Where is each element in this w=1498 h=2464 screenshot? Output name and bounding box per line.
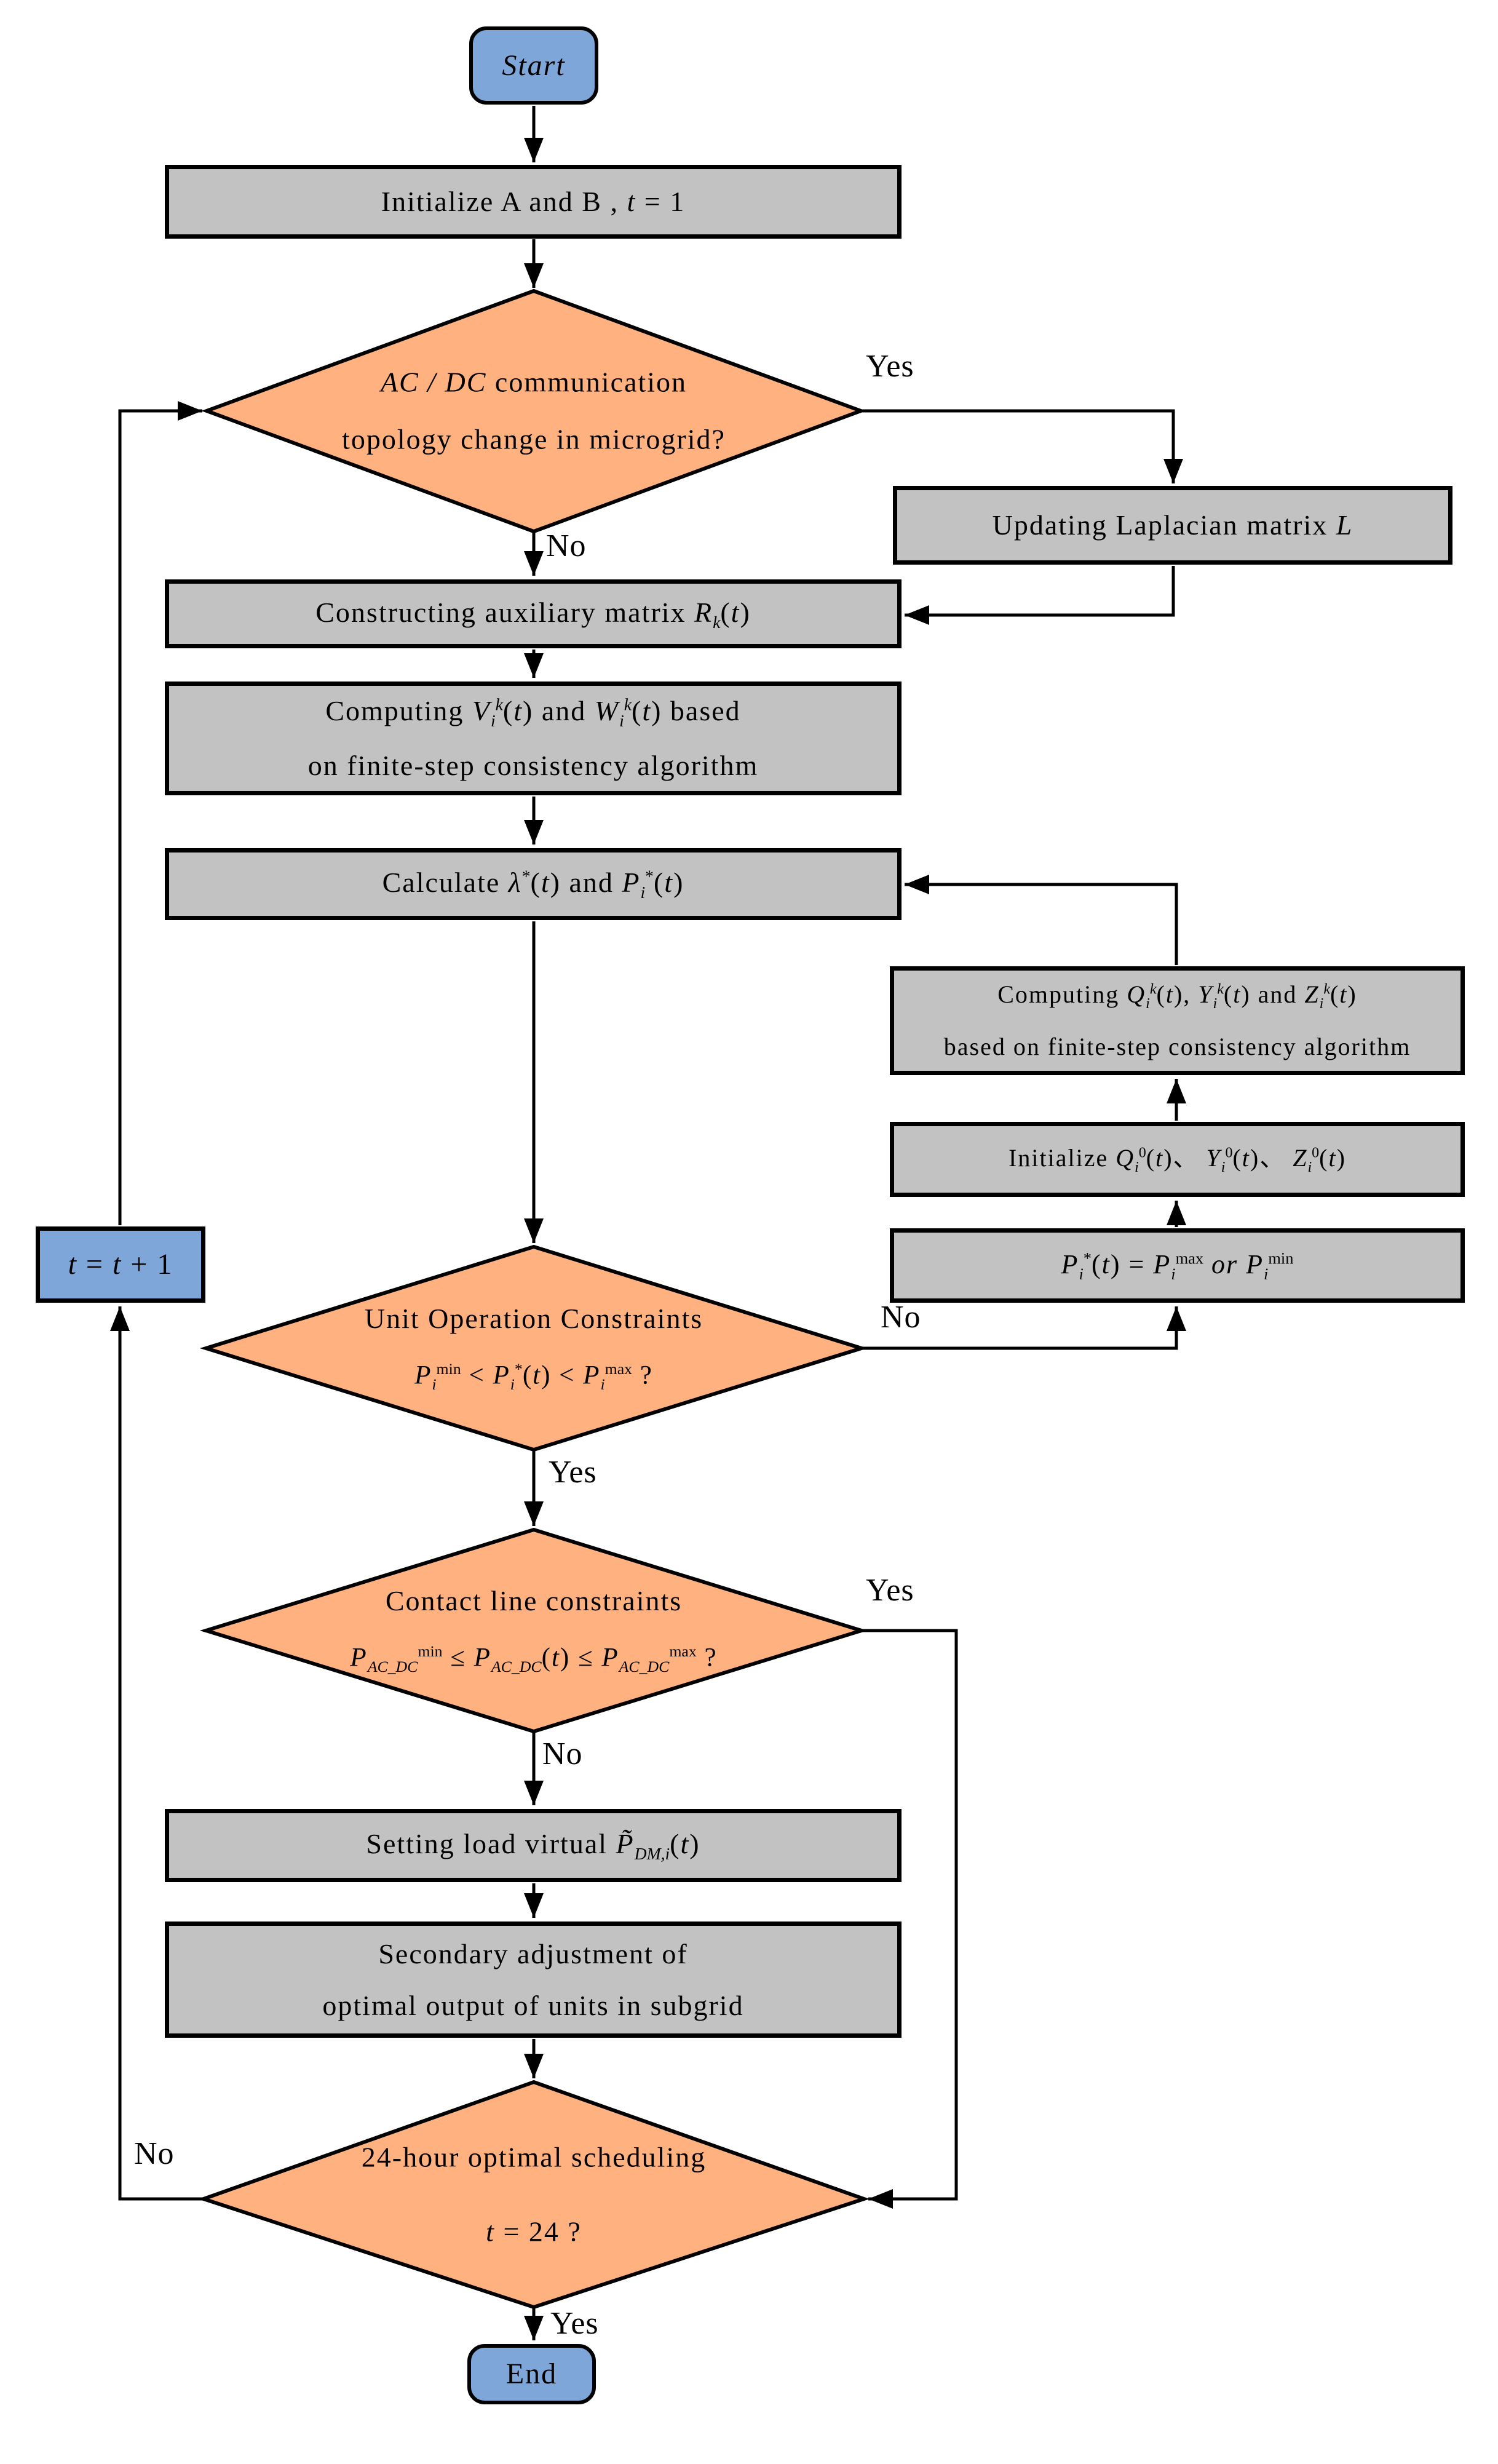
unit-constraints-decision-label: Unit Operation Constraints Pimin < Pi*(t… (220, 1303, 847, 1393)
t-increment-text: t = t + 1 (68, 1248, 173, 1281)
scheduling-decision-label: 24-hour optimal scheduling t = 24 ? (220, 2142, 847, 2247)
setting-load-text: Setting load virtual P̃DM,i(t) (366, 1828, 700, 1864)
topology-no-label: No (546, 528, 587, 563)
contact-line-line2: PAC_DCmin ≤ PAC_DC(t) ≤ PAC_DCmax ? (350, 1642, 718, 1675)
scheduling-line2: t = 24 ? (486, 2216, 582, 2247)
computing-qyz-process: Computing Qik(t), Yik(t) and Zik(t) base… (890, 966, 1465, 1075)
scheduling-yes-label: Yes (550, 2306, 599, 2341)
unit-no-label: No (881, 1300, 921, 1335)
topology-decision-line2: topology change in microgrid? (342, 423, 726, 455)
end-node: End (467, 2344, 596, 2404)
start-label: Start (502, 49, 566, 82)
computing-vw-line2: on finite-step consistency algorithm (307, 750, 759, 782)
initialize-ab-text: Initialize A and B , t = 1 (381, 186, 686, 218)
edge-topology-yes-to-updating (862, 409, 1183, 483)
initialize-qyz-process: Initialize Qi0(t)、 Yi0(t)、 Zi0(t) (890, 1122, 1465, 1197)
edge-contact-yes-to-scheduling (862, 1629, 958, 2209)
edge-updating-to-constructing (905, 566, 1175, 625)
constructing-matrix-text: Constructing auxiliary matrix Rk(t) (315, 596, 751, 632)
contact-no-label: No (542, 1736, 583, 1771)
topology-decision-diamond (201, 288, 866, 534)
calculate-text: Calculate λ*(t) and Pi*(t) (382, 866, 684, 902)
updating-laplacian-process: Updating Laplacian matrix L (893, 486, 1452, 565)
start-node: Start (469, 26, 598, 105)
edge-t-increment-to-topology (118, 401, 202, 1225)
unit-constraints-line1: Unit Operation Constraints (364, 1303, 703, 1335)
secondary-adjustment-line2: optimal output of units in subgrid (322, 1989, 744, 2021)
p-limit-text: Pi*(t) = Pimax or Pimin (1061, 1248, 1294, 1283)
edge-computing-qyz-to-calculate (905, 875, 1178, 965)
constructing-matrix-process: Constructing auxiliary matrix Rk(t) (165, 579, 902, 648)
updating-laplacian-text: Updating Laplacian matrix L (992, 509, 1353, 541)
end-label: End (505, 2358, 558, 2390)
unit-constraints-line2: Pimin < Pi*(t) < Pimax ? (414, 1359, 653, 1393)
edge-scheduling-no-to-t-increment (110, 1306, 205, 2201)
scheduling-no-label: No (134, 2136, 175, 2171)
secondary-adjustment-line1: Secondary adjustment of (378, 1938, 688, 1969)
secondary-adjustment-process: Secondary adjustment of optimal output o… (165, 1922, 902, 2038)
unit-yes-label: Yes (549, 1455, 597, 1490)
unit-constraints-decision-diamond (199, 1244, 868, 1452)
t-increment-process: t = t + 1 (36, 1226, 205, 1303)
computing-qyz-line1: Computing Qik(t), Yik(t) and Zik(t) (997, 980, 1357, 1012)
topology-decision-label: AC / DC communication topology change in… (220, 367, 847, 455)
p-limit-process: Pi*(t) = Pimax or Pimin (890, 1228, 1465, 1303)
scheduling-line1: 24-hour optimal scheduling (361, 2141, 707, 2173)
computing-qyz-line2: based on finite-step consistency algorit… (943, 1033, 1411, 1060)
topology-yes-label: Yes (866, 349, 914, 384)
setting-load-process: Setting load virtual P̃DM,i(t) (165, 1809, 902, 1882)
contact-line-line1: Contact line constraints (385, 1585, 683, 1617)
computing-vw-process: Computing Vik(t) and Wik(t) based on fin… (165, 682, 902, 795)
calculate-process: Calculate λ*(t) and Pi*(t) (165, 848, 902, 920)
contact-line-decision-diamond (199, 1527, 868, 1734)
initialize-ab-process: Initialize A and B , t = 1 (165, 165, 902, 239)
topology-decision-line1: AC / DC communication (380, 366, 688, 398)
scheduling-decision-diamond (197, 2080, 870, 2310)
edge-unit-no-to-p-limit (863, 1306, 1186, 1350)
contact-line-decision-label: Contact line constraints PAC_DCmin ≤ PAC… (220, 1585, 847, 1675)
computing-vw-line1: Computing Vik(t) and Wik(t) based (325, 695, 741, 731)
contact-yes-label: Yes (866, 1573, 914, 1608)
initialize-qyz-text: Initialize Qi0(t)、 Yi0(t)、 Zi0(t) (1009, 1143, 1346, 1175)
